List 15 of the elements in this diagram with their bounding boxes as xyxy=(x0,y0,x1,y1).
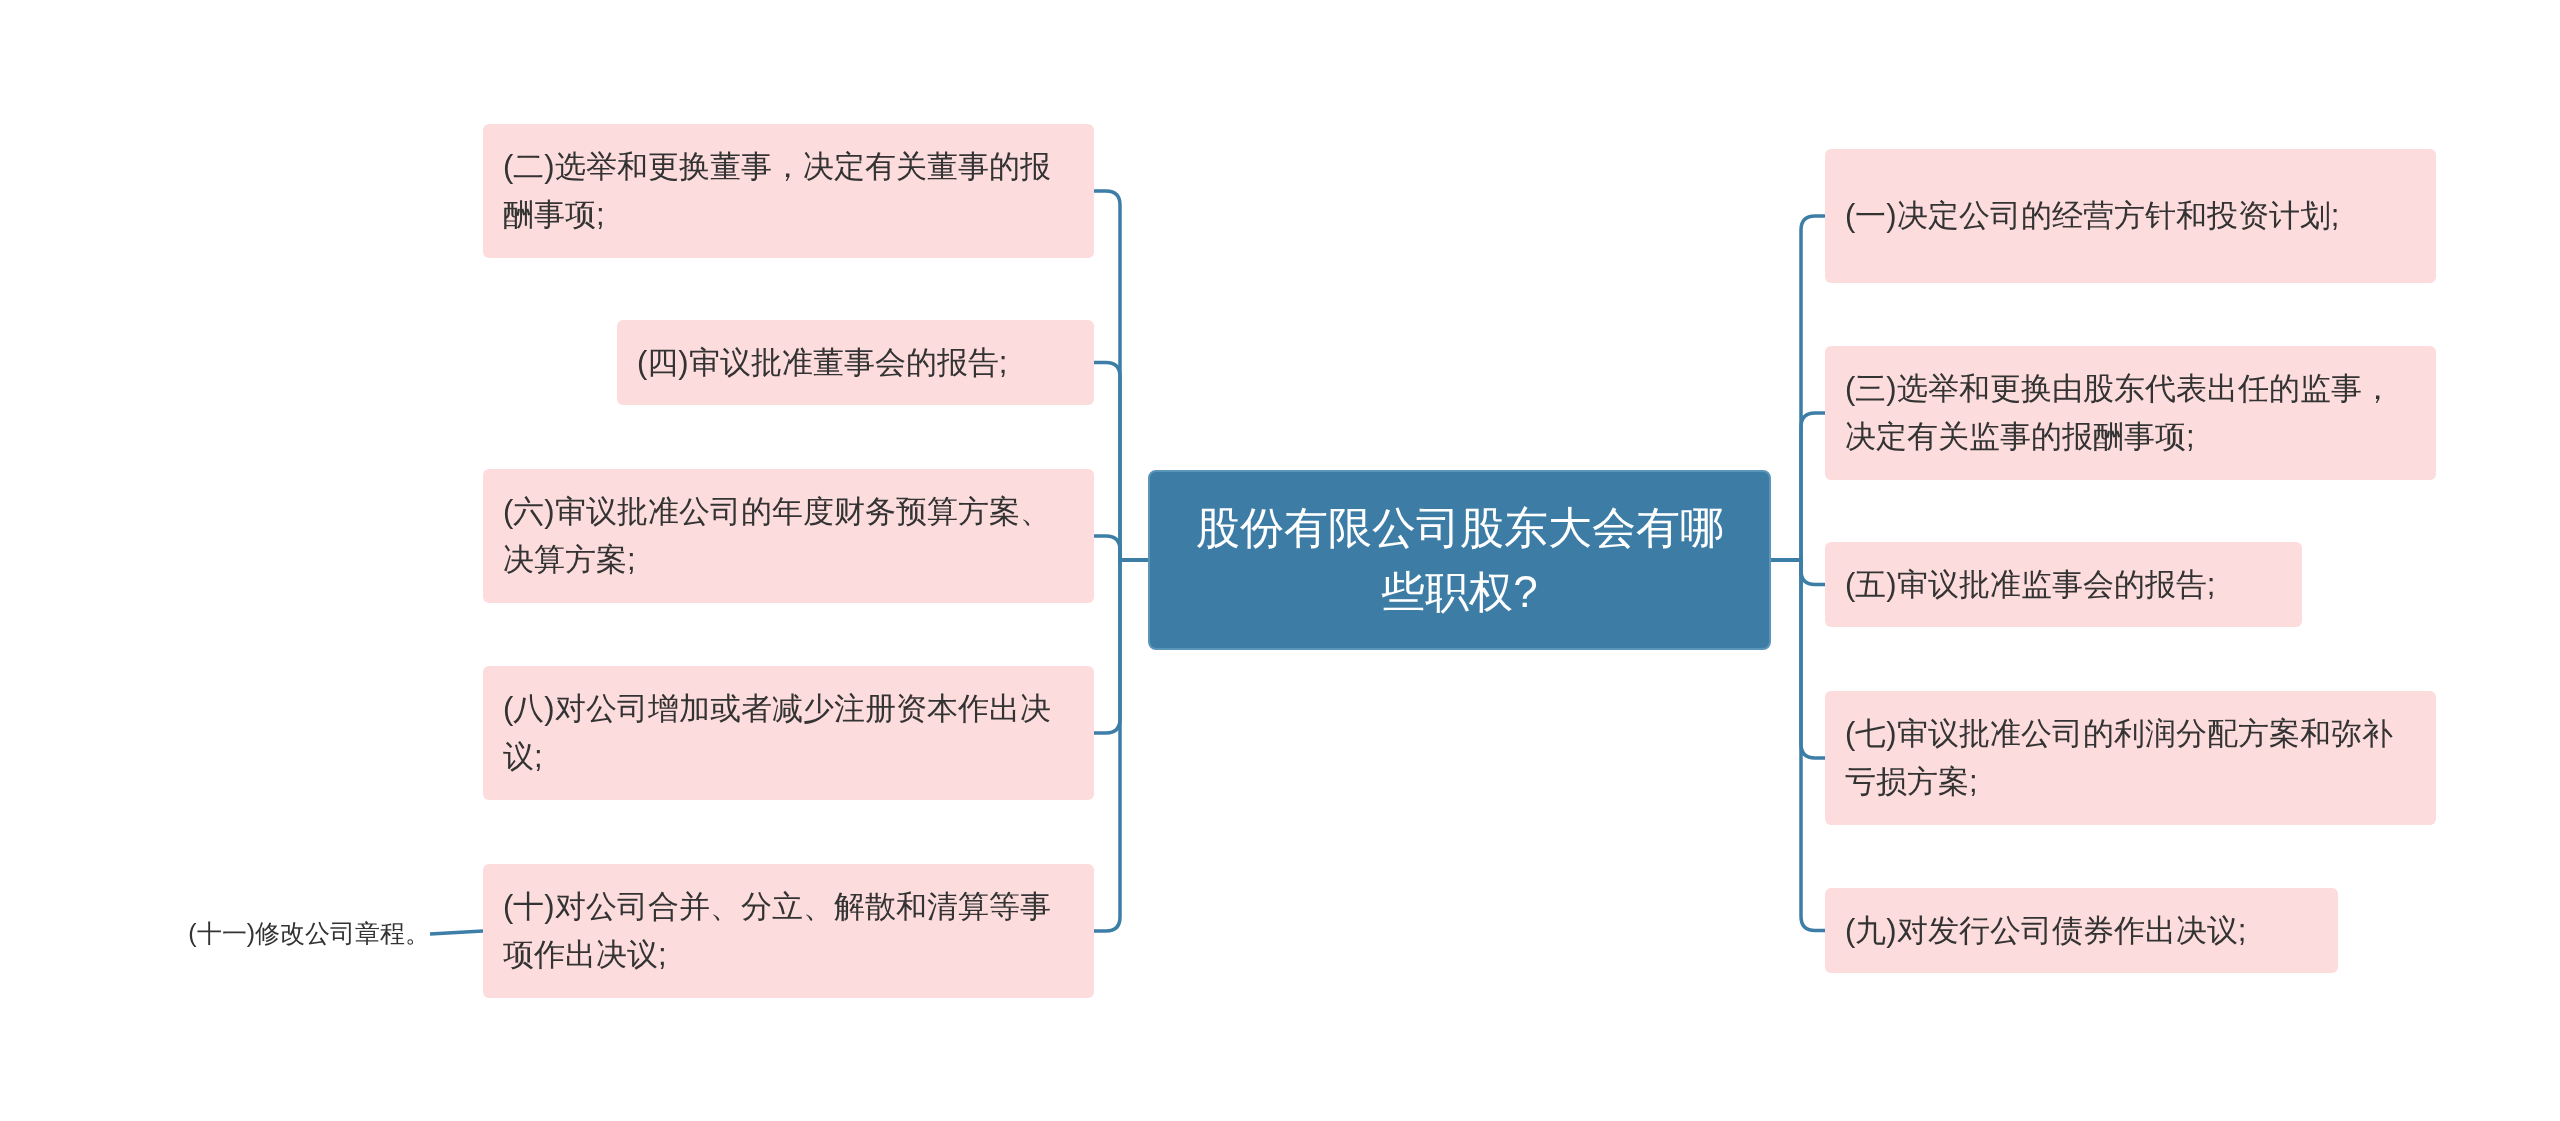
topic-box: (二)选举和更换董事，决定有关董事的报酬事项; xyxy=(483,124,1094,258)
connector-line xyxy=(429,929,484,936)
topic-box: (五)审议批准监事会的报告; xyxy=(1825,542,2302,627)
topic-box: (六)审议批准公司的年度财务预算方案、决算方案; xyxy=(483,469,1094,603)
topic-box: (十)对公司合并、分立、解散和清算等事项作出决议; xyxy=(483,864,1094,998)
central-topic: 股份有限公司股东大会有哪些职权? xyxy=(1148,470,1771,650)
topic-text: (十一)修改公司章程。 xyxy=(130,912,430,956)
connector-line xyxy=(1094,558,1148,933)
topic-box: (八)对公司增加或者减少注册资本作出决议; xyxy=(483,666,1094,800)
topic-box: (四)审议批准董事会的报告; xyxy=(617,320,1094,405)
topic-box: (三)选举和更换由股东代表出任的监事，决定有关监事的报酬事项; xyxy=(1825,346,2436,480)
topic-box: (七)审议批准公司的利润分配方案和弥补亏损方案; xyxy=(1825,691,2436,825)
connector-line xyxy=(1771,558,1825,933)
topic-box: (九)对发行公司债券作出决议; xyxy=(1825,888,2338,973)
topic-box: (一)决定公司的经营方针和投资计划; xyxy=(1825,149,2436,283)
